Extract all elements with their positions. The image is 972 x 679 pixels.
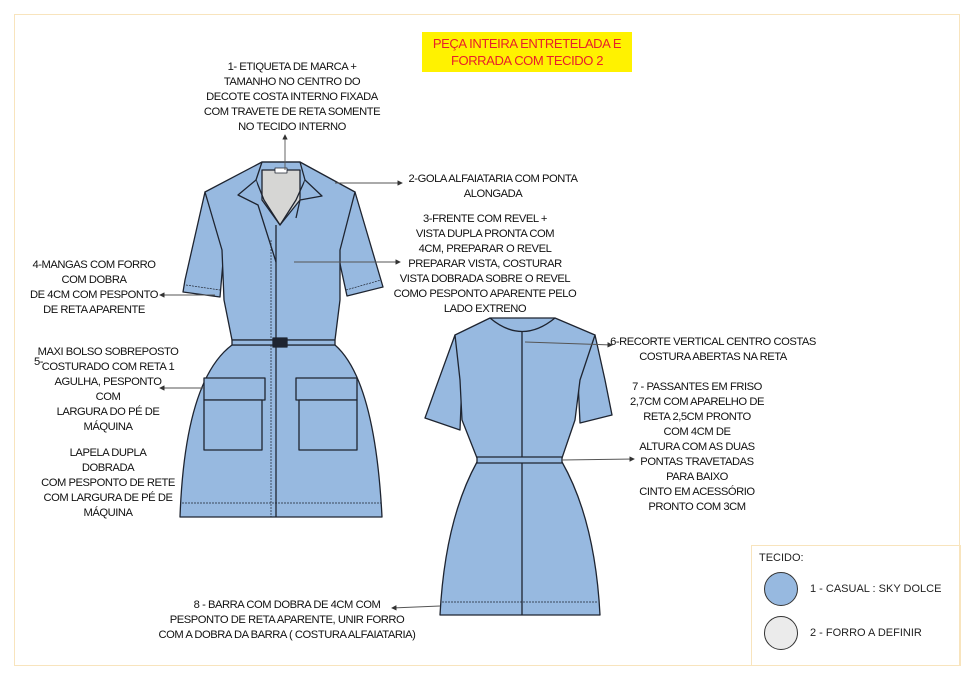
collar <box>255 161 306 226</box>
note-2-collar: 2-GOLA ALFAIATARIA COM PONTA ALONGADA <box>408 173 578 200</box>
back-collar <box>489 317 556 332</box>
back-belt <box>476 456 563 464</box>
note-1-label: 1- ETIQUETA DE MARCA + TAMANHO NO CENTRO… <box>203 61 381 133</box>
front-view-dress <box>179 161 384 518</box>
swatch-fabric-1 <box>764 572 798 606</box>
legend-item-1: 1 - CASUAL : SKY DOLCE <box>810 583 942 595</box>
note-5-pocket: MAXI BOLSO SOBREPOSTO COSTURADO COM RETA… <box>37 346 179 433</box>
pocket-flap-right <box>295 377 358 401</box>
note-7-belt-loops: 7 - PASSANTES EM FRISO 2,7CM COM APARELH… <box>630 381 764 513</box>
lapel-right <box>295 179 323 219</box>
pocket-flap-left <box>203 377 266 401</box>
title-banner: PEÇA INTEIRA ENTRETELADA E FORRADA COM T… <box>422 32 632 72</box>
note-8-hem: 8 - BARRA COM DOBRA DE 4CM COM PESPONTO … <box>158 599 416 641</box>
back-bodice <box>454 317 596 459</box>
lapel-left <box>237 179 277 263</box>
note-4-sleeves: 4-MANGAS COM FORRO COM DOBRA DE 4CM COM … <box>30 259 158 316</box>
note-5-number: 5- <box>34 356 44 368</box>
page-frame <box>14 14 960 666</box>
fabric-legend: TECIDO: 1 - CASUAL : SKY DOLCE 2 - FORRO… <box>751 545 961 666</box>
note-6-back-seam: 6-RECORTE VERTICAL CENTRO COSTAS COSTURA… <box>610 336 816 363</box>
pocket-right <box>298 399 358 451</box>
callout-arrows <box>159 134 635 611</box>
back-view-dress <box>424 317 613 616</box>
legend-heading: TECIDO: <box>759 552 804 564</box>
belt-buckle <box>272 337 288 348</box>
swatch-fabric-2 <box>764 616 798 650</box>
legend-item-2: 2 - FORRO A DEFINIR <box>810 627 922 639</box>
back-skirt <box>439 461 601 616</box>
note-5-flap: LAPELA DUPLA DOBRADA COM PESPONTO DE RET… <box>41 447 175 519</box>
pocket-left <box>203 399 263 451</box>
note-3-front: 3-FRENTE COM REVEL + VISTA DUPLA PRONTA … <box>393 213 577 315</box>
brand-label <box>274 167 288 174</box>
